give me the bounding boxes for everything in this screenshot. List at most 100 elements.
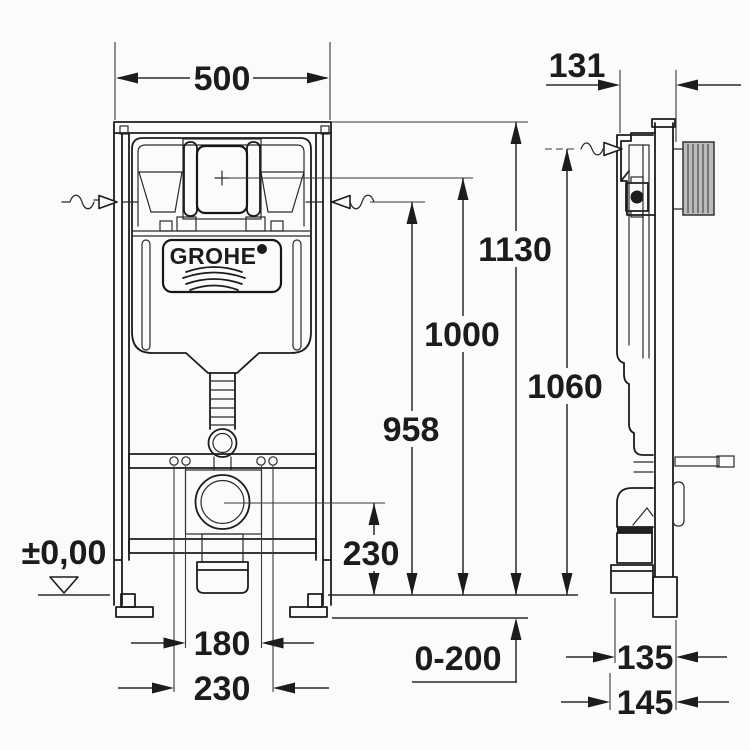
actuator-frame bbox=[182, 138, 262, 220]
rear-mount-tab bbox=[672, 481, 685, 527]
crossbar-lower bbox=[128, 538, 317, 554]
inlet-funnel-right bbox=[260, 171, 305, 213]
wavy-arrowhead-left-icon bbox=[98, 194, 118, 210]
elbow-body bbox=[616, 487, 654, 528]
arrowhead-up-icon bbox=[561, 149, 573, 171]
dim-floor-range: 0-200 bbox=[412, 618, 522, 683]
front-feet bbox=[115, 593, 328, 618]
arrowhead-right-icon bbox=[588, 696, 610, 708]
arrowhead-left-icon bbox=[116, 72, 138, 84]
dim-label-frame-height: 1130 bbox=[478, 231, 552, 269]
flush-pipe-walls bbox=[209, 372, 236, 430]
arrowhead-down-icon bbox=[406, 573, 418, 595]
outlet-box-lower bbox=[610, 564, 654, 594]
arrowhead-right-icon bbox=[593, 651, 615, 663]
fastener-bolt-icon bbox=[630, 190, 644, 204]
front-view: GROHE bbox=[61, 121, 375, 618]
arrowhead-left-icon bbox=[273, 682, 295, 694]
lower-anchor-rod bbox=[674, 455, 735, 468]
arrowhead-up-icon bbox=[406, 202, 418, 224]
arrowhead-right-icon bbox=[163, 637, 186, 649]
crossbars bbox=[128, 453, 317, 554]
dim-label-anchor-height: 1060 bbox=[527, 368, 603, 406]
pipe-connector-lines bbox=[633, 461, 654, 473]
brand-trademark-dot bbox=[257, 244, 267, 254]
cistern-profile-internals bbox=[628, 144, 650, 359]
outlet-elbow bbox=[610, 487, 654, 594]
wall-anchor-hatch bbox=[687, 144, 709, 213]
wavy-arrowhead-icon bbox=[603, 141, 623, 157]
wall-bracket bbox=[620, 132, 715, 218]
arrowhead-left-icon bbox=[261, 637, 284, 649]
rail-top-cap bbox=[651, 118, 676, 128]
arrowhead-down-icon bbox=[368, 573, 380, 595]
cistern-profile-outline bbox=[616, 134, 654, 456]
brand-waves-icon bbox=[182, 266, 246, 291]
cistern-seam-lines bbox=[131, 230, 312, 237]
flush-pipe-ribs bbox=[209, 380, 236, 426]
dim-front-width: 500 bbox=[114, 42, 331, 120]
drain-socket bbox=[196, 561, 249, 594]
anchor-connector-lines bbox=[672, 148, 684, 210]
side-foot bbox=[652, 576, 678, 618]
arrowhead-left-icon bbox=[676, 651, 698, 663]
cistern-clips bbox=[159, 216, 284, 232]
foot-tab-right bbox=[307, 593, 323, 608]
dim-inlet-height: 958 bbox=[370, 201, 439, 595]
dim-label-side-depth: 131 bbox=[549, 47, 606, 85]
arrowhead-down-icon bbox=[510, 573, 522, 595]
wavy-arrowhead-right-icon bbox=[331, 194, 351, 210]
water-inlet-left bbox=[61, 194, 139, 210]
arrowhead-up-icon bbox=[510, 122, 522, 144]
arrowhead-up-icon bbox=[510, 618, 522, 640]
arrowhead-right-icon bbox=[152, 682, 174, 694]
actuator-bar-right bbox=[246, 141, 261, 217]
arrowhead-down-icon bbox=[561, 573, 573, 595]
wavy-arrow-icon bbox=[580, 142, 604, 156]
actuator-plate bbox=[195, 144, 249, 215]
cistern bbox=[131, 137, 312, 374]
foot-tab-left bbox=[120, 593, 136, 608]
drain-circle-inner bbox=[200, 479, 245, 525]
cistern-rib-left bbox=[141, 239, 151, 351]
arrowhead-up-icon bbox=[457, 178, 469, 200]
dim-side-depth: 131 bbox=[546, 47, 741, 142]
dim-ext-lines bbox=[173, 466, 274, 692]
fixing-bolts bbox=[169, 456, 278, 466]
flush-pipe bbox=[207, 372, 238, 471]
water-inlet-right bbox=[305, 194, 375, 210]
front-frame-outline bbox=[113, 121, 332, 606]
side-rail bbox=[654, 122, 674, 578]
elbow-flange bbox=[617, 527, 653, 533]
dim-label-fixing-inner: 180 bbox=[194, 625, 251, 663]
drain-circle-outer bbox=[194, 474, 251, 530]
foot-base-left bbox=[115, 606, 154, 618]
arrowhead-up-icon bbox=[368, 503, 380, 525]
brand-badge: GROHE bbox=[161, 238, 283, 294]
arrowhead-left-icon bbox=[676, 79, 698, 91]
dim-fixing-spans: 180 230 bbox=[118, 466, 329, 708]
dim-ext-lines bbox=[619, 70, 677, 142]
foot-base-right bbox=[289, 606, 328, 618]
actuator-bar-left bbox=[183, 141, 198, 217]
pipe-joint-inner bbox=[212, 432, 233, 454]
drain-bend bbox=[184, 469, 263, 594]
flush-actuator bbox=[182, 138, 262, 220]
badge-plate bbox=[161, 238, 283, 294]
dim-label-outlet-inner: 135 bbox=[617, 639, 674, 677]
inlet-funnel-left bbox=[138, 171, 183, 213]
cistern-rib-right bbox=[292, 239, 302, 351]
arrowhead-down-icon bbox=[457, 573, 469, 595]
arrowhead-right-icon bbox=[598, 79, 620, 91]
dim-label-floor-range: 0-200 bbox=[415, 640, 502, 678]
outlet-box-upper bbox=[616, 532, 653, 564]
arrowhead-left-icon bbox=[676, 696, 698, 708]
datum-label: ±0,00 bbox=[22, 534, 107, 572]
dim-anchor-height: 1060 bbox=[527, 141, 623, 595]
side-view bbox=[610, 118, 735, 618]
arrowhead-right-icon bbox=[307, 72, 329, 84]
dim-outlet-height: 230 bbox=[224, 502, 399, 595]
pipe-joint-outer bbox=[207, 428, 238, 458]
